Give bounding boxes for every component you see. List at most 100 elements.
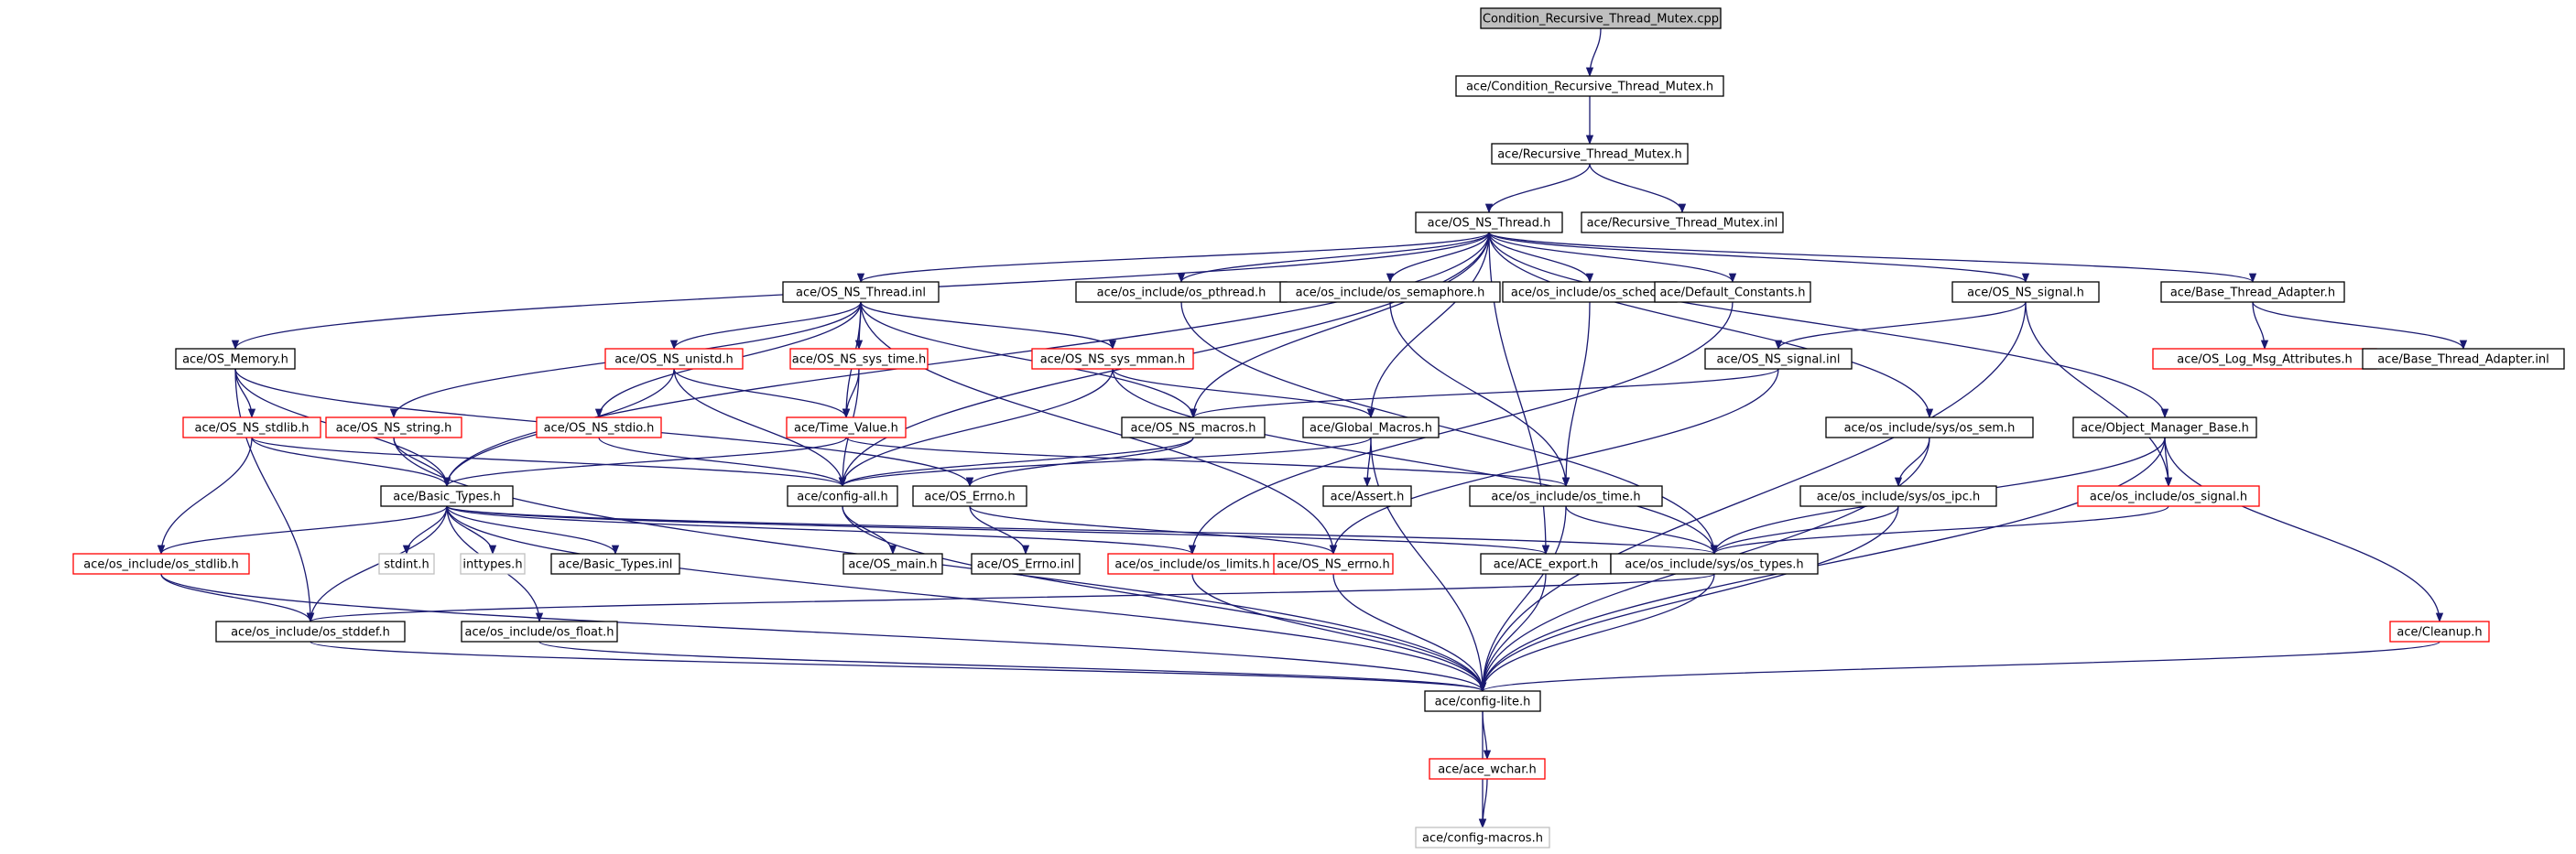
node-label: ace/os_include/os_pthread.h — [1097, 286, 1266, 300]
node-ace-recursive-thread-mutex-inl[interactable]: ace/Recursive_Thread_Mutex.inl — [1581, 211, 1784, 233]
edge-macros-to-configall — [838, 437, 1194, 488]
node-ace-config-all-h[interactable]: ace/config-all.h — [787, 485, 898, 507]
node-label: ace/OS_main.h — [848, 558, 937, 572]
node-ace-os-ns-stdio-h[interactable]: ace/OS_NS_stdio.h — [536, 416, 662, 438]
node-ace-base-thread-adapter-inl[interactable]: ace/Base_Thread_Adapter.inl — [2362, 348, 2565, 370]
edge-osstdlib-to-configlite — [160, 573, 1486, 693]
node-ace-cleanup-h[interactable]: ace/Cleanup.h — [2389, 621, 2490, 643]
node-ace-os-main-h[interactable]: ace/OS_main.h — [842, 553, 943, 575]
edge-globmac-to-configlite — [1370, 437, 1487, 693]
node-ace-os-ns-errno-h[interactable]: ace/OS_NS_errno.h — [1273, 553, 1394, 575]
node-inttypes-h: inttypes.h — [460, 553, 526, 575]
node-box — [1429, 758, 1546, 780]
node-ace-os-include-os-float-h[interactable]: ace/os_include/os_float.h — [461, 621, 618, 643]
edge-ont_h-to-pthread — [1177, 232, 1490, 284]
edge-ossignal-to-systypes — [1711, 505, 2169, 556]
edge-onsig_h-to-configlite — [1478, 301, 2027, 693]
node-ace-config-lite-h[interactable]: ace/config-lite.h — [1424, 690, 1541, 712]
edge-omb-to-cleanup — [2164, 437, 2444, 623]
node-ace-os-ns-signal-h[interactable]: ace/OS_NS_signal.h — [1951, 281, 2100, 303]
node-ace-os-ns-thread-inl[interactable]: ace/OS_NS_Thread.inl — [782, 281, 940, 303]
node-ace-object-manager-base-h[interactable]: ace/Object_Manager_Base.h — [2072, 416, 2257, 438]
node-ace-ace-export-h[interactable]: ace/ACE_export.h — [1480, 553, 1612, 575]
node-label: ace/os_include/os_sched.h — [1511, 286, 1668, 300]
node-box — [1581, 211, 1784, 233]
node-box — [175, 348, 296, 370]
node-label: ace/ace_wchar.h — [1438, 763, 1537, 777]
edge-globmac-to-configall — [839, 437, 1372, 488]
node-label: ace/Base_Thread_Adapter.inl — [2377, 353, 2549, 367]
edge-basic-to-limits — [446, 505, 1196, 556]
node-box — [971, 553, 1081, 575]
edge-timeval-to-ostime — [845, 437, 1570, 488]
node-condition-recursive-thread-mutex-cpp: Condition_Recursive_Thread_Mutex.cpp — [1480, 7, 1722, 29]
node-label: ace/Basic_Types.h — [393, 491, 500, 504]
node-ace-basic-types-inl[interactable]: ace/Basic_Types.inl — [550, 553, 680, 575]
node-ace-os-memory-h[interactable]: ace/OS_Memory.h — [175, 348, 296, 370]
node-ace-os-ns-string-h[interactable]: ace/OS_NS_string.h — [325, 416, 462, 438]
node-label: ace/Basic_Types.inl — [559, 558, 673, 572]
node-label: ace/Base_Thread_Adapter.h — [2170, 286, 2335, 300]
node-ace-os-ns-stdlib-h[interactable]: ace/OS_NS_stdlib.h — [182, 416, 321, 438]
node-ace-os-include-sys-os-sem-h[interactable]: ace/os_include/sys/os_sem.h — [1825, 416, 2034, 438]
node-ace-os-include-os-pthread-h[interactable]: ace/os_include/os_pthread.h — [1075, 281, 1288, 303]
node-ace-os-ns-signal-inl[interactable]: ace/OS_NS_signal.inl — [1704, 348, 1853, 370]
node-box — [2077, 485, 2260, 507]
edge-omb-to-configlite — [1478, 437, 2166, 693]
node-ace-os-include-sys-os-ipc-h[interactable]: ace/os_include/sys/os_ipc.h — [1799, 485, 1997, 507]
node-ace-condition-recursive-thread-mutex-h[interactable]: ace/Condition_Recursive_Thread_Mutex.h — [1455, 75, 1724, 97]
edge-osmem-to-stdlib — [234, 368, 256, 419]
edge-osmem-to-stddef — [234, 368, 315, 623]
node-label: ace/os_include/os_signal.h — [2090, 491, 2247, 504]
node-ace-assert-h[interactable]: ace/Assert.h — [1322, 485, 1412, 507]
node-box — [1610, 553, 1819, 575]
edge-unistd-to-configall — [673, 368, 847, 488]
node-label: ace/Recursive_Thread_Mutex.inl — [1587, 217, 1778, 231]
node-ace-os-include-os-sched-h[interactable]: ace/os_include/os_sched.h — [1502, 281, 1678, 303]
node-ace-os-include-os-stddef-h[interactable]: ace/os_include/os_stddef.h — [215, 621, 406, 643]
node-ace-os-include-os-time-h[interactable]: ace/os_include/os_time.h — [1469, 485, 1663, 507]
node-ace-os-errno-h[interactable]: ace/OS_Errno.h — [912, 485, 1027, 507]
node-ace-os-include-os-stdlib-h[interactable]: ace/os_include/os_stdlib.h — [72, 553, 250, 575]
node-ace-time-value-h[interactable]: ace/Time_Value.h — [786, 416, 907, 438]
node-label: ace/os_include/sys/os_ipc.h — [1817, 491, 1980, 504]
node-box — [1273, 553, 1394, 575]
edge-unistd-to-timeval — [673, 368, 851, 419]
node-ace-default-constants-h[interactable]: ace/Default_Constants.h — [1654, 281, 1811, 303]
node-ace-recursive-thread-mutex-h[interactable]: ace/Recursive_Thread_Mutex.h — [1491, 143, 1689, 165]
node-label: ace/Recursive_Thread_Mutex.h — [1497, 148, 1682, 162]
node-ace-os-errno-inl[interactable]: ace/OS_Errno.inl — [971, 553, 1081, 575]
node-ace-ace-wchar-h[interactable]: ace/ace_wchar.h — [1429, 758, 1546, 780]
node-label: ace/os_include/os_semaphore.h — [1296, 286, 1485, 300]
edge-limits-to-configlite — [1191, 573, 1487, 693]
node-label: ace/OS_NS_signal.inl — [1716, 353, 1840, 367]
edge-stddef-to-configlite — [310, 641, 1486, 693]
edge-onsig_h-to-ossignal — [2025, 301, 2173, 488]
node-box — [912, 485, 1027, 507]
node-ace-os-ns-sys-time-h[interactable]: ace/OS_NS_sys_time.h — [789, 348, 929, 370]
edge-ont_h-to-defconst — [1488, 232, 1737, 284]
edge-ostime-to-systypes — [1565, 505, 1719, 556]
node-ace-os-ns-macros-h[interactable]: ace/OS_NS_macros.h — [1121, 416, 1266, 438]
node-label: ace/OS_NS_macros.h — [1131, 422, 1256, 436]
node-ace-os-include-os-signal-h[interactable]: ace/os_include/os_signal.h — [2077, 485, 2260, 507]
edge-ont_h-to-bta_h — [1488, 232, 2256, 284]
node-ace-os-include-os-semaphore-h[interactable]: ace/os_include/os_semaphore.h — [1279, 281, 1501, 303]
node-box — [1121, 416, 1266, 438]
edge-sysipc-to-configlite — [1478, 505, 1899, 693]
node-ace-os-ns-sys-mman-h[interactable]: ace/OS_NS_sys_mman.h — [1031, 348, 1194, 370]
node-label: ace/OS_NS_Thread.inl — [796, 286, 926, 300]
edge-configall-to-configlite — [842, 505, 1487, 693]
node-ace-os-log-msg-attributes-h[interactable]: ace/OS_Log_Msg_Attributes.h — [2152, 348, 2377, 370]
node-ace-os-include-sys-os-types-h[interactable]: ace/os_include/sys/os_types.h — [1610, 553, 1819, 575]
node-ace-os-include-os-limits-h[interactable]: ace/os_include/os_limits.h — [1107, 553, 1277, 575]
node-ace-global-macros-h[interactable]: ace/Global_Macros.h — [1302, 416, 1440, 438]
node-ace-os-ns-unistd-h[interactable]: ace/OS_NS_unistd.h — [604, 348, 744, 370]
node-ace-basic-types-h[interactable]: ace/Basic_Types.h — [380, 485, 514, 507]
node-ace-base-thread-adapter-h[interactable]: ace/Base_Thread_Adapter.h — [2160, 281, 2345, 303]
node-ace-os-ns-thread-h[interactable]: ace/OS_NS_Thread.h — [1415, 211, 1563, 233]
edge-sysmman-to-globmac — [1112, 368, 1375, 419]
node-label: ace/Global_Macros.h — [1310, 422, 1432, 436]
node-box — [1031, 348, 1194, 370]
